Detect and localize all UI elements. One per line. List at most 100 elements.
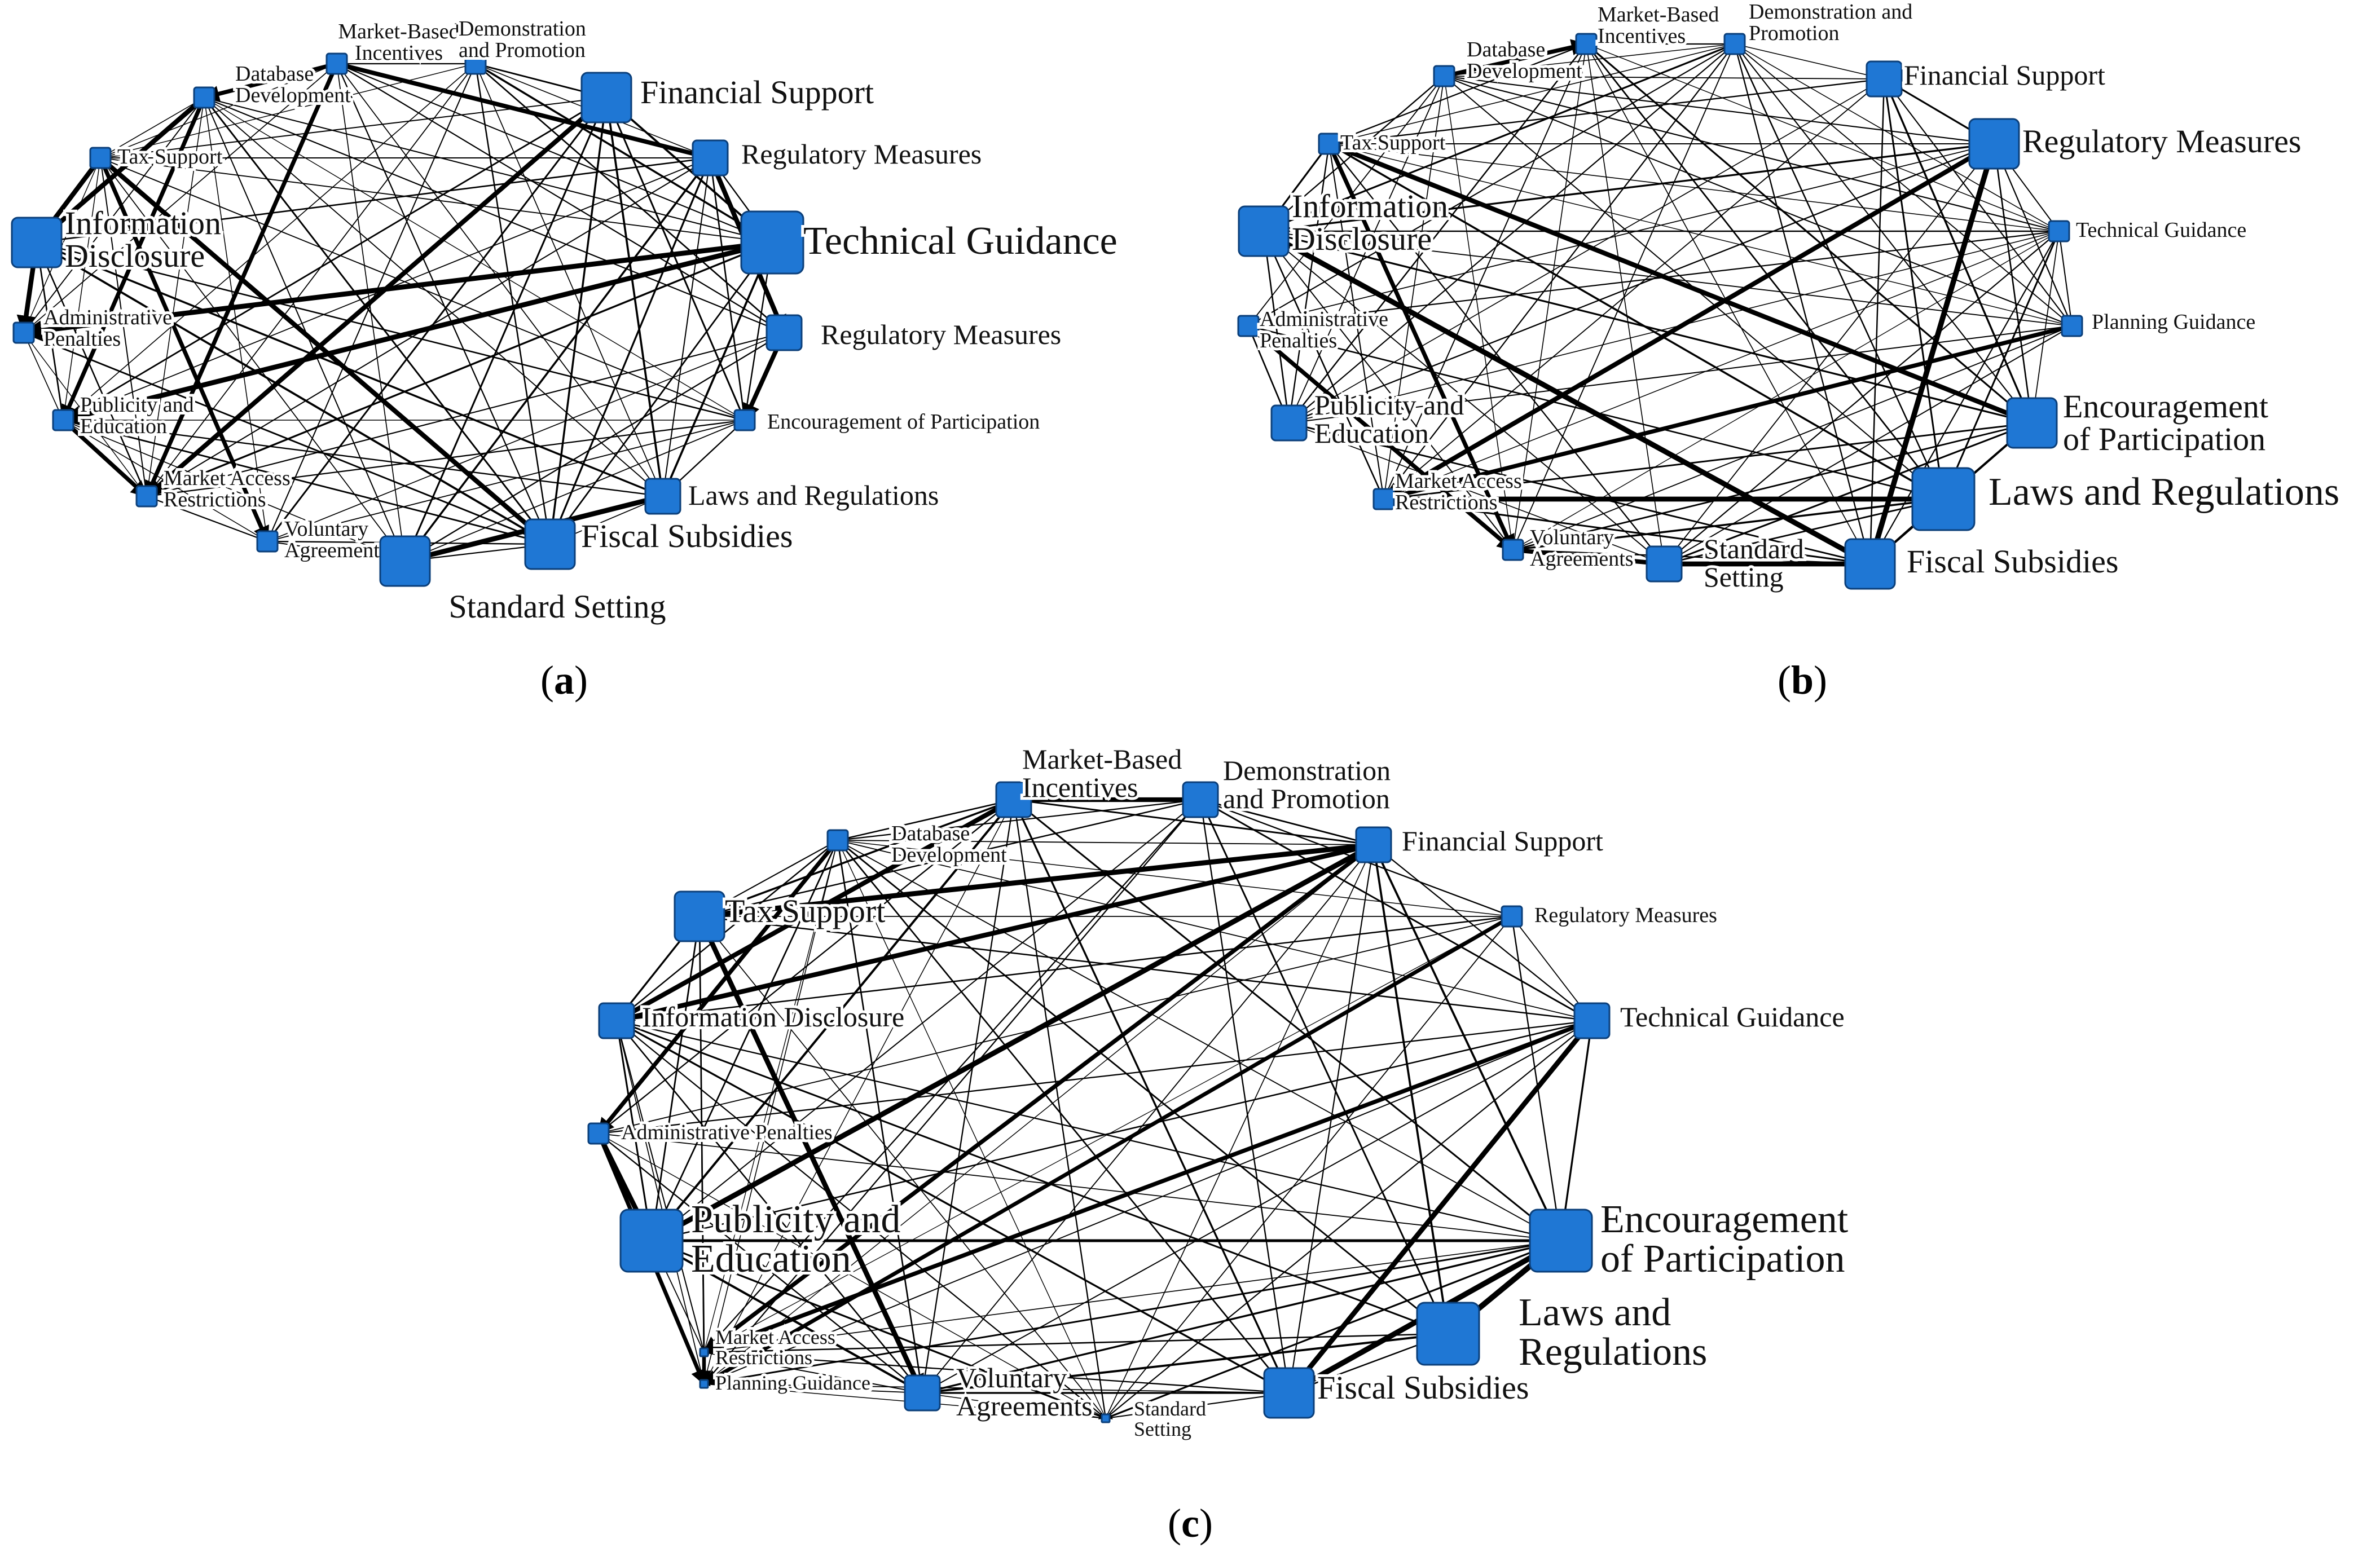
node-square[interactable] — [995, 781, 1032, 818]
node-square[interactable] — [1502, 539, 1524, 561]
node-square[interactable] — [1237, 315, 1260, 337]
node-square[interactable] — [692, 139, 729, 177]
node-b8[interactable]: Technical Guidance — [2048, 215, 2249, 245]
node-square[interactable] — [826, 829, 849, 852]
node-square[interactable] — [379, 535, 431, 587]
node-a16[interactable]: Fiscal Subsidies — [524, 515, 795, 570]
node-square[interactable] — [619, 1209, 684, 1273]
node-b4[interactable]: Financial Support — [1866, 56, 2108, 98]
node-a12[interactable]: Encouragement of Participation — [733, 407, 1042, 436]
node-square[interactable] — [1646, 545, 1683, 583]
node-square[interactable] — [193, 86, 215, 109]
node-square[interactable] — [524, 518, 576, 570]
node-square[interactable] — [135, 485, 158, 508]
node-square[interactable] — [256, 530, 279, 553]
node-square[interactable] — [1270, 404, 1308, 442]
node-square[interactable] — [699, 1347, 709, 1357]
node-c14[interactable]: Planning Guidance — [699, 1369, 873, 1397]
node-square[interactable] — [1911, 467, 1976, 531]
node-square[interactable] — [644, 478, 681, 515]
node-square[interactable] — [1238, 205, 1290, 257]
node-c9[interactable]: Administrative Penalties — [587, 1118, 835, 1147]
node-square[interactable] — [325, 52, 348, 75]
node-square[interactable] — [1723, 33, 1746, 55]
node-square[interactable] — [1573, 1002, 1611, 1039]
node-square[interactable] — [52, 409, 74, 431]
node-b6[interactable]: Regulatory Measures — [1968, 118, 2304, 170]
node-c7[interactable]: Information Disclosure — [598, 998, 907, 1039]
node-c5[interactable]: Tax Support — [674, 890, 888, 942]
node-square[interactable] — [12, 321, 35, 344]
node-a4[interactable]: Financial Support — [580, 71, 877, 124]
node-square[interactable] — [699, 1379, 709, 1389]
node-c8[interactable]: Technical Guidance — [1573, 998, 1847, 1039]
node-square[interactable] — [2061, 315, 2083, 337]
node-b5[interactable]: Tax Support — [1318, 128, 1449, 157]
node-square[interactable] — [587, 1122, 610, 1145]
node-square[interactable] — [11, 217, 63, 268]
node-square[interactable] — [580, 72, 632, 124]
node-a17[interactable]: Standard Setting — [379, 535, 669, 628]
node-square[interactable] — [464, 52, 487, 75]
node-square[interactable] — [1355, 826, 1392, 863]
node-square[interactable] — [2006, 397, 2058, 449]
node-a5[interactable]: Tax Support — [89, 142, 226, 171]
node-square[interactable] — [1529, 1209, 1593, 1273]
node-square[interactable] — [89, 147, 112, 169]
node-a8[interactable]: Technical Guidance — [740, 210, 1120, 275]
node-square[interactable] — [1416, 1302, 1480, 1366]
node-square[interactable] — [1318, 133, 1340, 155]
node-square[interactable] — [1101, 1413, 1111, 1423]
node-b10[interactable]: Planning Guidance — [2061, 307, 2258, 337]
node-c17[interactable]: Fiscal Subsidies — [1263, 1366, 1532, 1419]
node-square[interactable] — [1866, 60, 1903, 98]
node-square[interactable] — [598, 1002, 635, 1039]
node-c6[interactable]: Regulatory Measures — [1501, 901, 1720, 930]
node-square[interactable] — [1433, 65, 1455, 87]
node-square[interactable] — [1182, 781, 1219, 818]
node-square[interactable] — [1263, 1367, 1315, 1419]
node-b14[interactable]: Laws and Regulations — [1911, 467, 2342, 531]
node-square[interactable] — [904, 1374, 941, 1412]
node-square[interactable] — [733, 409, 756, 431]
node-square[interactable] — [1501, 905, 1523, 928]
node-square[interactable] — [740, 210, 804, 275]
node-square[interactable] — [1844, 538, 1896, 590]
node-square[interactable] — [1968, 118, 2020, 170]
node-square[interactable] — [1575, 33, 1598, 55]
node-b17[interactable]: Fiscal Subsidies — [1844, 538, 2121, 590]
node-c4[interactable]: Financial Support — [1355, 822, 1606, 863]
node-square[interactable] — [674, 890, 725, 942]
node-a10[interactable]: Regulatory Measures — [766, 314, 1064, 353]
node-square[interactable] — [2048, 220, 2070, 242]
node-square[interactable] — [1372, 488, 1395, 510]
node-square[interactable] — [766, 314, 803, 351]
